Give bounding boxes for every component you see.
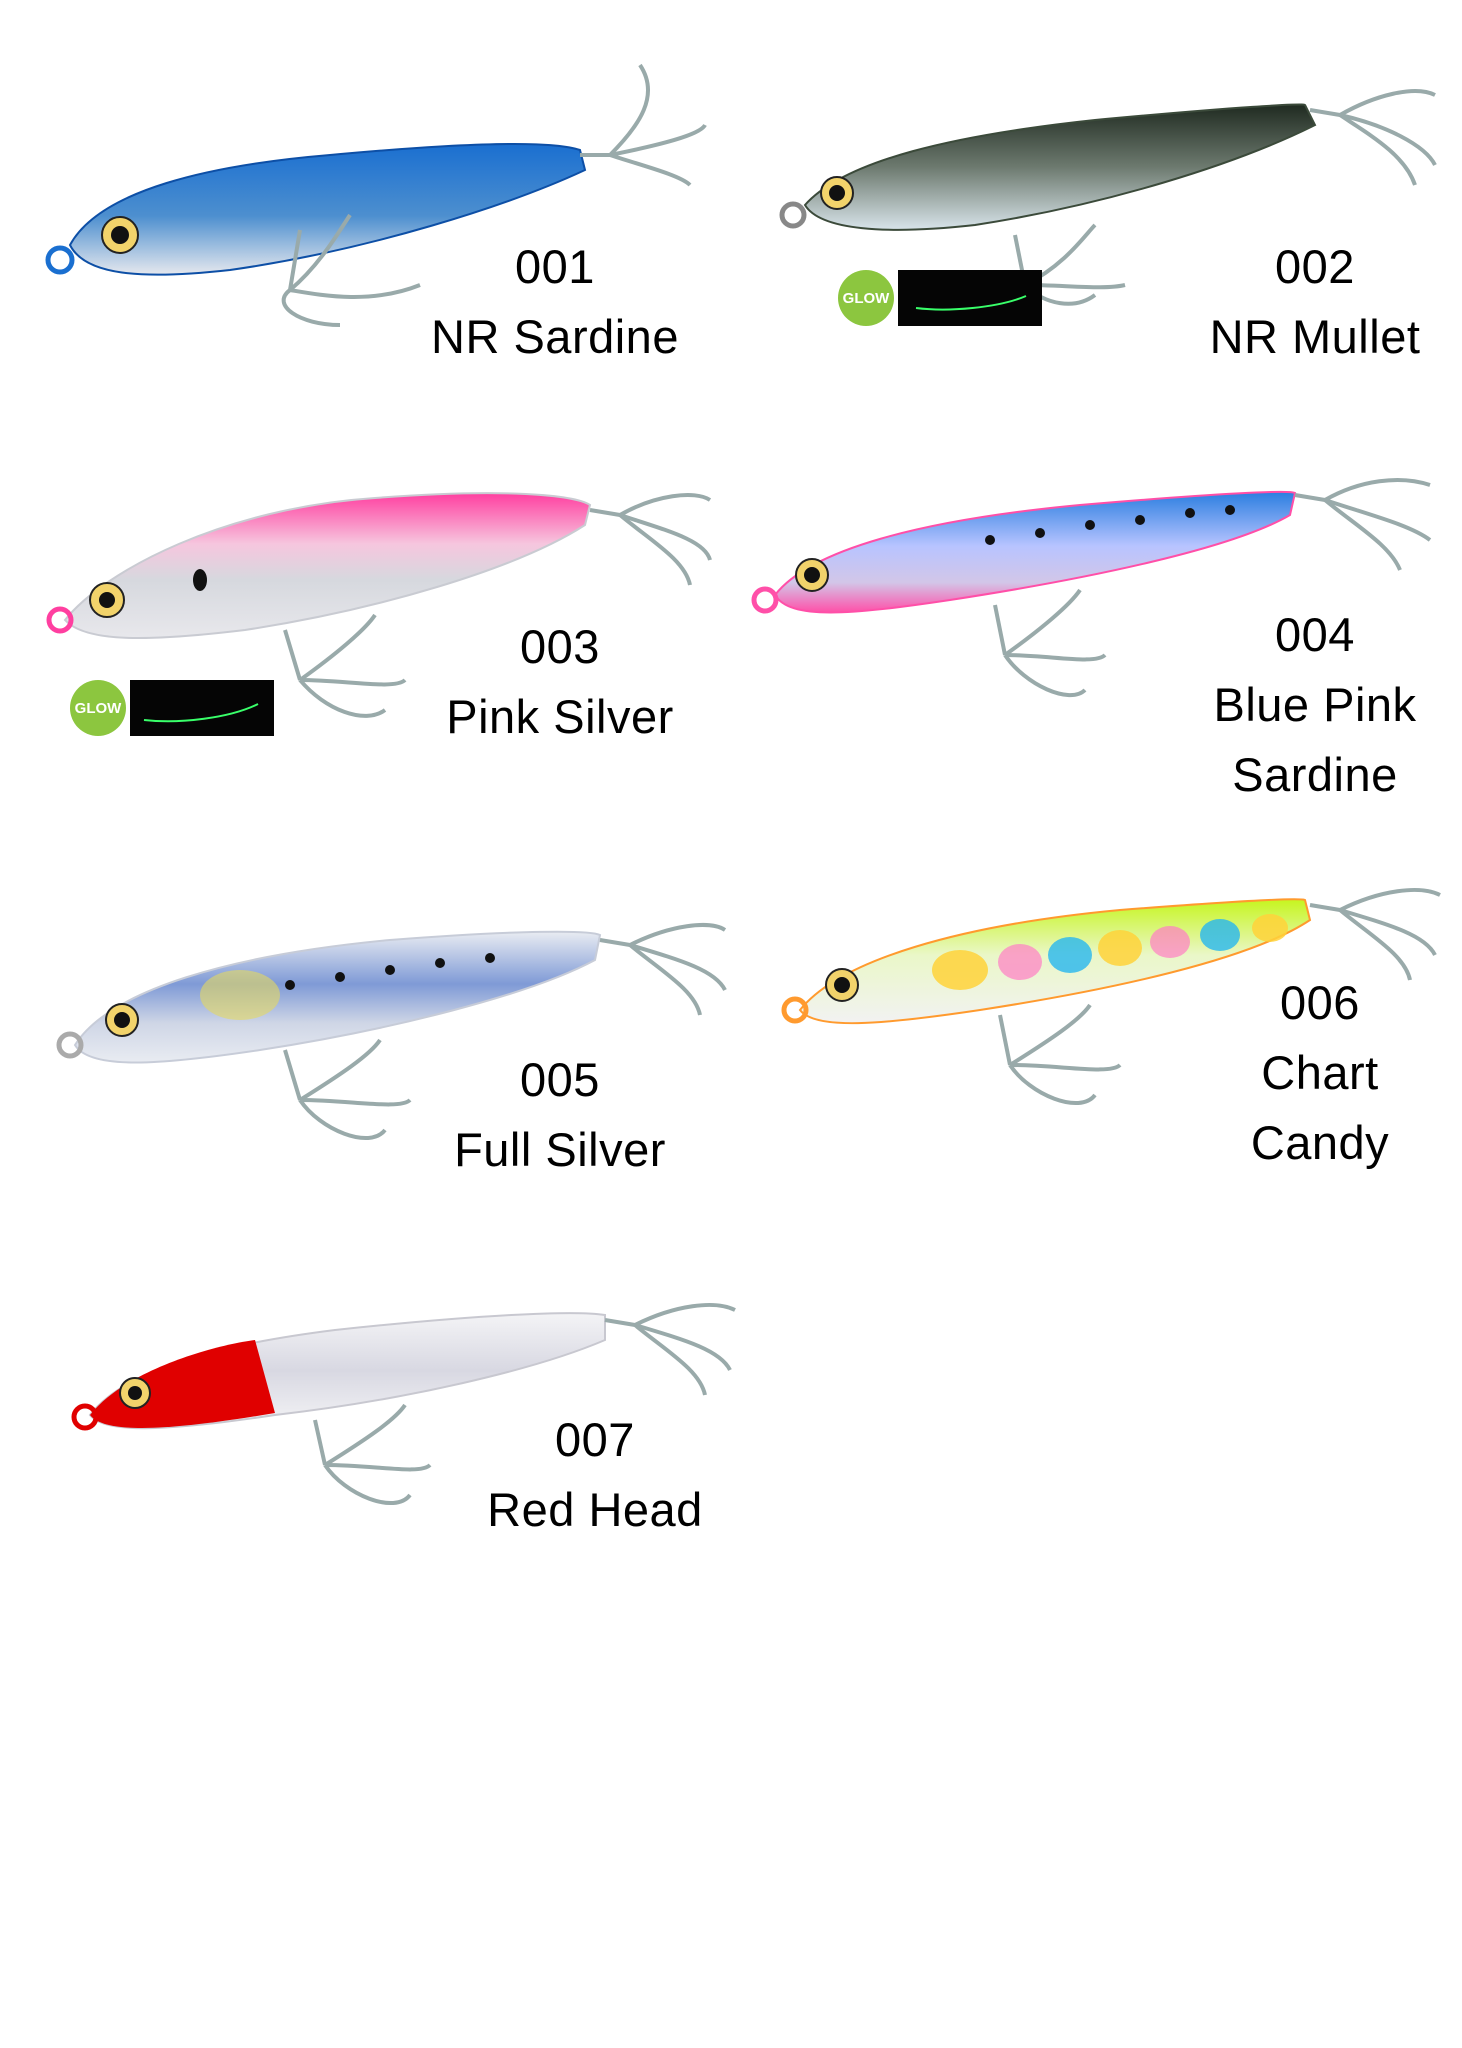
lure-code: 001 xyxy=(515,240,595,293)
lure-label: 001 NR Sardine xyxy=(410,232,700,372)
lure-image xyxy=(56,923,727,1141)
lure-label: 003 Pink Silver xyxy=(410,612,710,752)
lure-label: 005 Full Silver xyxy=(410,1045,710,1185)
lure-label: 006 Chart Candy xyxy=(1180,968,1460,1178)
glow-badge: GLOW xyxy=(838,270,894,326)
lure-name: Full Silver xyxy=(454,1123,666,1176)
lure-label: 004 Blue Pink Sardine xyxy=(1175,600,1455,810)
lure-image xyxy=(46,492,712,718)
lure-code: 007 xyxy=(555,1413,635,1466)
lure-code: 006 xyxy=(1280,976,1360,1029)
lure-name: Chart xyxy=(1261,1046,1379,1099)
lure-code: 003 xyxy=(520,620,600,673)
lure-name: Pink Silver xyxy=(446,690,674,743)
lure-name: Candy xyxy=(1250,1116,1390,1169)
lure-name: NR Sardine xyxy=(431,310,679,363)
lure-code: 002 xyxy=(1275,240,1355,293)
glow-strip xyxy=(898,270,1042,326)
lure-label: 002 NR Mullet xyxy=(1175,232,1455,372)
lure-name: NR Mullet xyxy=(1209,310,1421,363)
glow-indicator: GLOW xyxy=(838,270,1042,326)
lure-name: Sardine xyxy=(1232,748,1398,801)
glow-indicator: GLOW xyxy=(70,680,274,736)
lure-code: 005 xyxy=(520,1053,600,1106)
lure-label: 007 Red Head xyxy=(445,1405,745,1545)
glow-badge: GLOW xyxy=(70,680,126,736)
lure-image xyxy=(71,1303,736,1506)
lure-code: 004 xyxy=(1275,608,1355,661)
lure-name: Red Head xyxy=(487,1483,703,1536)
lure-image xyxy=(751,478,1432,697)
lure-image xyxy=(781,888,1441,1106)
lure-name: Blue Pink xyxy=(1213,678,1417,731)
lure-image xyxy=(45,63,707,327)
lure-image xyxy=(779,89,1437,306)
glow-strip xyxy=(130,680,274,736)
